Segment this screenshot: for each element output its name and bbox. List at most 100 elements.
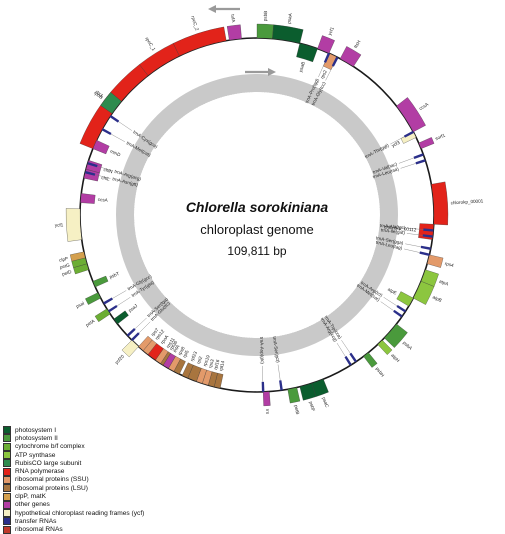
legend-label: RubisCO large subunit	[15, 460, 81, 467]
legend-item: photosystem II	[3, 434, 144, 442]
gene-label: ycf1	[327, 26, 335, 36]
legend-swatch	[3, 468, 11, 476]
trna-leader-line	[384, 297, 397, 306]
trna-mark	[127, 328, 136, 337]
gene-ycf20	[122, 340, 139, 357]
legend-swatch	[3, 443, 11, 451]
trna-mark	[421, 246, 431, 250]
legend-label: transfer RNAs	[15, 518, 56, 525]
gene-rrs	[263, 392, 270, 406]
gene-label: rrs	[265, 409, 270, 415]
gene-rpoc-2	[173, 27, 226, 56]
legend-item: photosystem I	[3, 426, 144, 434]
gene-label: psaI	[75, 301, 85, 309]
legend-swatch	[3, 484, 11, 492]
gene-label: ftsH	[353, 39, 361, 49]
legend-item: clpP, matK	[3, 492, 144, 500]
gene-label: minD	[109, 149, 121, 158]
gene-label: chlN	[103, 167, 113, 174]
gene-label: ccsA	[98, 197, 109, 203]
gene-label: chlL	[101, 175, 111, 182]
legend-label: RNA polymerase	[15, 468, 64, 475]
legend-item: other genes	[3, 501, 144, 509]
legend-swatch	[3, 501, 11, 509]
trna-leader-line	[405, 244, 421, 247]
gene-psbt	[93, 276, 108, 287]
gene-label: psbA	[402, 340, 414, 351]
legend-item: ATP synthase	[3, 451, 144, 459]
gene-peta	[95, 309, 110, 322]
gene-label: atpA	[439, 279, 450, 287]
legend-label: ATP synthase	[15, 452, 55, 459]
legend-item: ribosomal RNAs	[3, 526, 144, 534]
gene-label: psbT	[109, 271, 121, 280]
gene-label: petA	[85, 318, 96, 328]
trna-mark	[396, 305, 406, 312]
trna-leader-line	[117, 297, 130, 306]
legend-label: cytochrome b/f complex	[15, 443, 85, 450]
gene-psbb	[257, 24, 274, 39]
gene-rps4	[427, 255, 443, 268]
gene-label: psbH	[375, 366, 386, 378]
legend-label: ribosomal proteins (SSU)	[15, 476, 89, 483]
legend-item: RubisCO large subunit	[3, 459, 144, 467]
gene-label: ycf20	[114, 353, 125, 365]
gene-label: ccsA	[418, 101, 430, 111]
trna-mark	[262, 382, 265, 392]
gene-psaa	[272, 25, 303, 44]
gene-label: psaC	[321, 396, 330, 408]
legend-item: cytochrome b/f complex	[3, 443, 144, 451]
legend-swatch	[3, 526, 11, 534]
gene-label: petD	[61, 269, 72, 277]
legend-swatch	[3, 459, 11, 467]
genome-size: 109,811 bp	[227, 244, 286, 258]
trna-leader-line	[337, 343, 345, 357]
gene-label: psaJ	[128, 303, 139, 313]
direction-arrow-outer	[208, 5, 240, 13]
gene-label: petB	[294, 405, 301, 415]
legend-swatch	[3, 451, 11, 459]
gene-label: psaB	[298, 61, 306, 72]
gene-label: rpoC_2	[190, 15, 200, 31]
gene-psai	[85, 293, 100, 305]
gene-psbh	[364, 353, 378, 368]
trna-leader-line	[262, 366, 263, 382]
gene-tufa	[227, 25, 241, 40]
trna-leader-line	[111, 134, 125, 142]
trna-mark	[102, 128, 112, 135]
legend-label: photosystem I	[15, 427, 56, 434]
gene-label: tufA	[230, 14, 236, 24]
trna-leader-line	[404, 249, 420, 253]
legend-label: ribosomal RNAs	[15, 526, 63, 533]
genome-type: chloroplast genome	[200, 222, 313, 237]
gene-label: ycf3	[391, 140, 401, 148]
gene-ccsa	[396, 97, 425, 131]
trna-mark	[349, 353, 357, 363]
gene-ccsa	[80, 193, 95, 203]
legend-swatch	[3, 476, 11, 484]
legend-swatch	[3, 434, 11, 442]
gene-label: psbB	[263, 11, 268, 22]
trna-mark	[110, 115, 120, 123]
trna-mark	[414, 153, 424, 159]
trna-mark	[393, 310, 403, 318]
gene-label: atpB	[432, 294, 443, 303]
legend-label: photosystem II	[15, 435, 58, 442]
species-name: Chlorella sorokiniana	[186, 199, 329, 215]
legend-swatch	[3, 493, 11, 501]
gene-psaj	[114, 311, 129, 324]
legend-item: transfer RNAs	[3, 517, 144, 525]
legend-item: RNA polymerase	[3, 467, 144, 475]
trna-leader-line	[401, 163, 416, 168]
legend-label: ribosomal proteins (LSU)	[15, 485, 88, 492]
gene-label: sorf1	[434, 132, 446, 141]
trna-leader-line	[399, 158, 414, 163]
gene-petb	[288, 387, 300, 403]
gene-label: atpH	[390, 353, 400, 363]
gene-psab	[296, 43, 317, 62]
trna-mark	[103, 297, 113, 304]
trna-mark	[131, 332, 140, 341]
legend-swatch	[3, 517, 11, 525]
gene-ftsh	[340, 46, 361, 66]
